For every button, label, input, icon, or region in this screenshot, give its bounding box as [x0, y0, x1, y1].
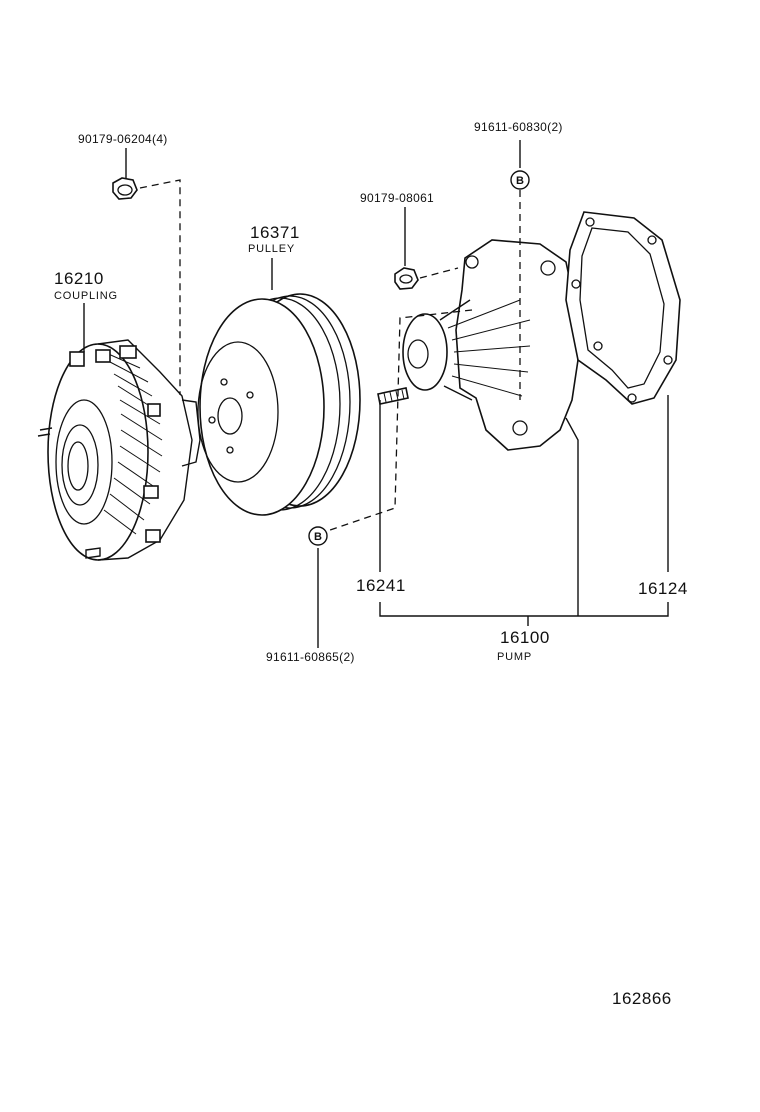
- figure-number: 162866: [612, 989, 672, 1008]
- marker-b-top: B: [516, 175, 524, 187]
- label-bolt-pump-bottom: 91611-60865(2): [266, 650, 355, 664]
- label-bolt-pump-top: 91611-60830(2): [474, 120, 563, 134]
- fluid-coupling-drawing: [37, 339, 201, 561]
- label-stud-number: 16241: [356, 576, 406, 595]
- label-pulley-number: 16371: [250, 223, 300, 242]
- label-coupling-number: 16210: [54, 269, 104, 288]
- marker-b-circle-bottom: [308, 526, 328, 546]
- coupling-nut-drawing: [112, 177, 181, 395]
- label-coupling-word: COUPLING: [54, 290, 118, 302]
- pump-nut-drawing: [394, 267, 459, 290]
- label-bolt-coupling: 90179-06204(4): [78, 132, 168, 146]
- water-pump-drawing: [329, 190, 579, 531]
- marker-b-circle-top: [510, 170, 530, 190]
- stud-drawing: [377, 387, 409, 405]
- leader-lines: [83, 140, 669, 648]
- pulley-drawing: [197, 293, 361, 516]
- marker-b-bottom: B: [314, 531, 322, 543]
- label-gasket-number: 16124: [638, 579, 688, 598]
- label-nut-pump: 90179-08061: [360, 191, 434, 205]
- label-pump-word: PUMP: [497, 651, 532, 663]
- label-pulley-word: PULLEY: [248, 243, 295, 255]
- label-pump-number: 16100: [500, 628, 550, 647]
- gasket-drawing: [565, 211, 681, 405]
